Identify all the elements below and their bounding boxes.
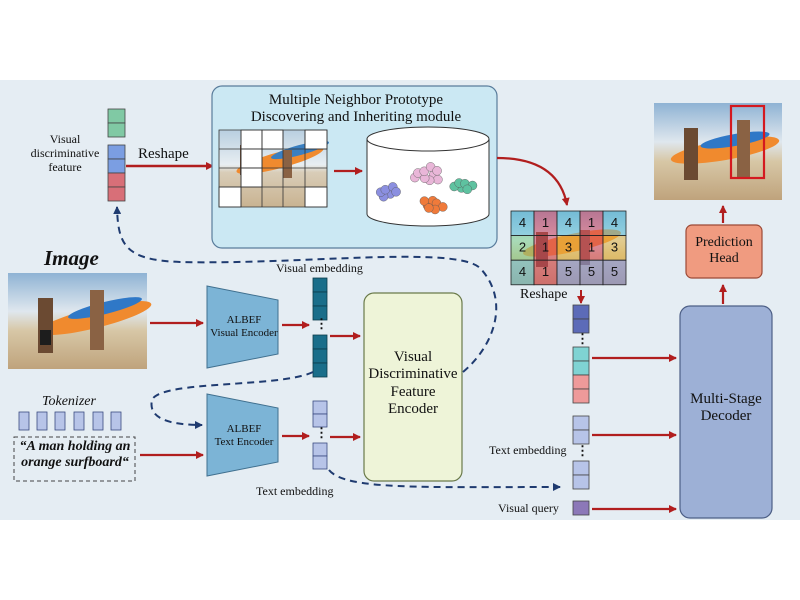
text-embedding-left-tokens (312, 400, 328, 470)
visual-discriminative-feature-stack (107, 108, 126, 202)
grid-cell-number: 5 (588, 264, 595, 279)
visual-query-label: Visual query (498, 501, 559, 515)
tokenizer-label: Tokenizer (42, 394, 96, 409)
albef-visual-encoder (206, 285, 279, 369)
grid-cell-number: 2 (519, 240, 526, 255)
output-image (654, 103, 782, 200)
reshaped-feature-tokens (572, 304, 590, 404)
grid-cell-number: 4 (519, 264, 526, 279)
reshape-label-mid: Reshape (520, 287, 568, 302)
text-embedding-right-label: Text embedding (489, 443, 567, 457)
visual-discriminative-feature-label: Visual discriminative feature (30, 132, 100, 174)
grid-cell-number: 4 (565, 215, 572, 230)
visual-embedding-ellipsis: ⋮ (315, 316, 328, 331)
albef-text-encoder-label: ALBEF Text Encoder (214, 423, 274, 448)
grid-cell-number: 4 (611, 215, 618, 230)
module-title: Multiple Neighbor Prototype Discovering … (250, 92, 462, 126)
caption-box (13, 436, 136, 482)
grid-cell-number: 3 (565, 240, 572, 255)
albef-text-encoder (206, 393, 279, 477)
vdfe-box (363, 292, 463, 482)
text-embedding-right-tokens (572, 415, 590, 490)
visual-embedding-tokens (312, 277, 328, 378)
image-label: Image (44, 246, 99, 270)
reshape-tokens-ellipsis: ⋮ (576, 331, 589, 346)
prototype-dot (424, 203, 434, 213)
grid-cell-number: 5 (611, 264, 618, 279)
prototype-clusters (376, 162, 478, 215)
albef-visual-encoder-label: ALBEF Visual Encoder (210, 314, 278, 339)
prototype-dot (462, 184, 472, 195)
grid-cell-number: 1 (542, 264, 549, 279)
prediction-bounding-box (729, 104, 766, 180)
text-embedding-right-ellipsis: ⋮ (576, 443, 589, 458)
caption-text: “A man holding an orange surfboard“ (19, 439, 131, 471)
prediction-head-label: Prediction Head (695, 235, 753, 267)
prototype-dot (433, 174, 443, 185)
prediction-head-box (685, 224, 763, 279)
visual-embedding-label: Visual embedding (276, 261, 363, 275)
grid-cell (602, 259, 627, 286)
grid-cell-number: 1 (588, 215, 595, 230)
tokenizer-tokens (18, 411, 122, 431)
module-grid-overlay (218, 129, 328, 208)
grid-cell-number: 1 (542, 240, 549, 255)
visual-query-token (572, 500, 590, 516)
decoder-box (679, 305, 773, 519)
arrow-module-to-grid (496, 156, 570, 206)
grid-cell-number: 5 (565, 264, 572, 279)
prototype-dot (432, 166, 442, 176)
text-embedding-left-ellipsis: ⋮ (315, 425, 328, 440)
grid-cell-number: 3 (611, 240, 618, 255)
prototype-dot (391, 187, 401, 197)
input-image (8, 273, 152, 369)
reshape-label-top: Reshape (138, 146, 189, 162)
decoder-label: Multi-Stage Decoder (690, 391, 762, 425)
text-embedding-left-label: Text embedding (256, 484, 334, 498)
vdfe-label: Visual Discriminative Feature Encoder (368, 349, 458, 417)
grid-cell-number: 1 (542, 215, 549, 230)
reshaped-grid-cells: 4 1 4 1 4 2 1 3 1 3 4 1 5 5 5 (510, 210, 627, 286)
grid-cell-number: 1 (588, 240, 595, 255)
grid-cell-number: 4 (519, 215, 526, 230)
dashed-text-embedding-to-right (328, 469, 561, 492)
dashed-visual-embedding-to-text-encoder (150, 371, 314, 429)
